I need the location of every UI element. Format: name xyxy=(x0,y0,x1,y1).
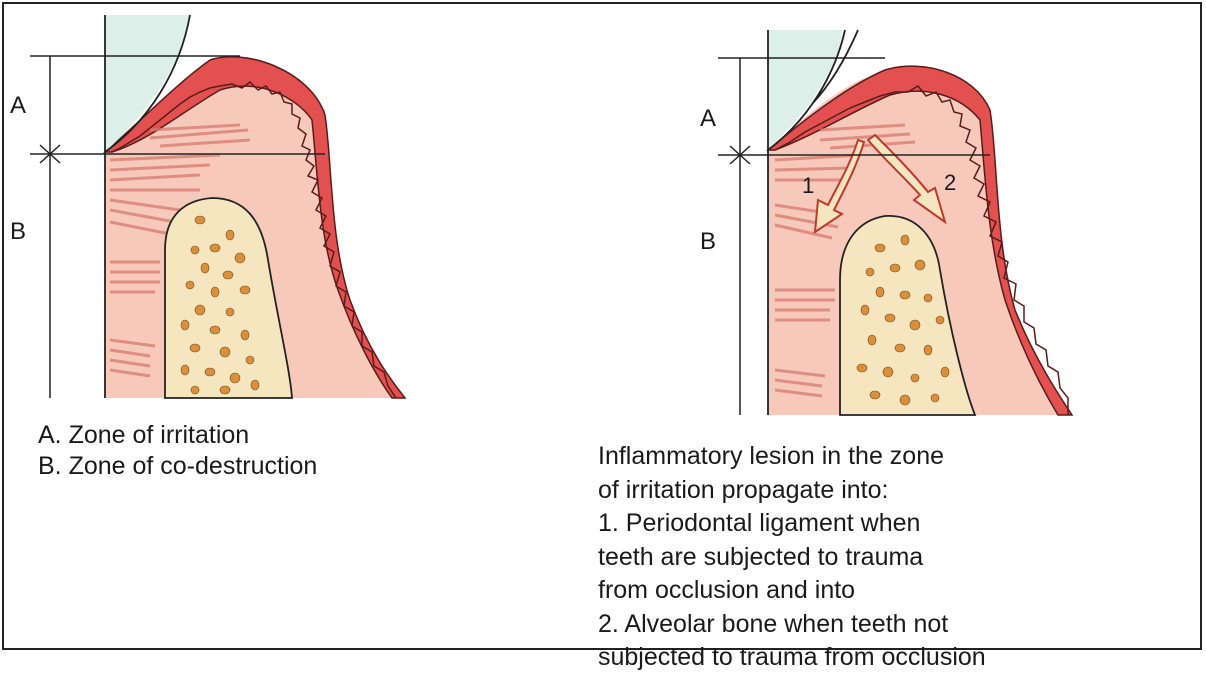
caption-line-3: 1. Periodontal ligament when xyxy=(598,507,986,541)
right-panel xyxy=(718,30,1072,415)
caption-line-7: subjected to trauma from occlusion xyxy=(598,641,986,675)
caption-line-4: teeth are subjected to trauma xyxy=(598,541,986,575)
left-label-a: A xyxy=(10,92,26,120)
caption-line-2: of irritation propagate into: xyxy=(598,474,986,508)
caption-line-5: from occlusion and into xyxy=(598,574,986,608)
arrow-1-label: 1 xyxy=(802,173,814,199)
arrow-2-label: 2 xyxy=(944,170,956,196)
caption-line-1: Inflammatory lesion in the zone xyxy=(598,440,986,474)
propagation-caption: Inflammatory lesion in the zone of irrit… xyxy=(598,440,986,675)
right-label-a: A xyxy=(700,105,716,133)
right-label-b: B xyxy=(700,228,716,256)
zone-legend: A. Zone of irritation B. Zone of co-dest… xyxy=(38,420,317,482)
left-label-b: B xyxy=(10,218,26,246)
caption-line-6: 2. Alveolar bone when teeth not xyxy=(598,608,986,642)
legend-item-b: B. Zone of co-destruction xyxy=(38,451,317,482)
left-panel xyxy=(30,15,405,398)
legend-item-a: A. Zone of irritation xyxy=(38,420,317,451)
